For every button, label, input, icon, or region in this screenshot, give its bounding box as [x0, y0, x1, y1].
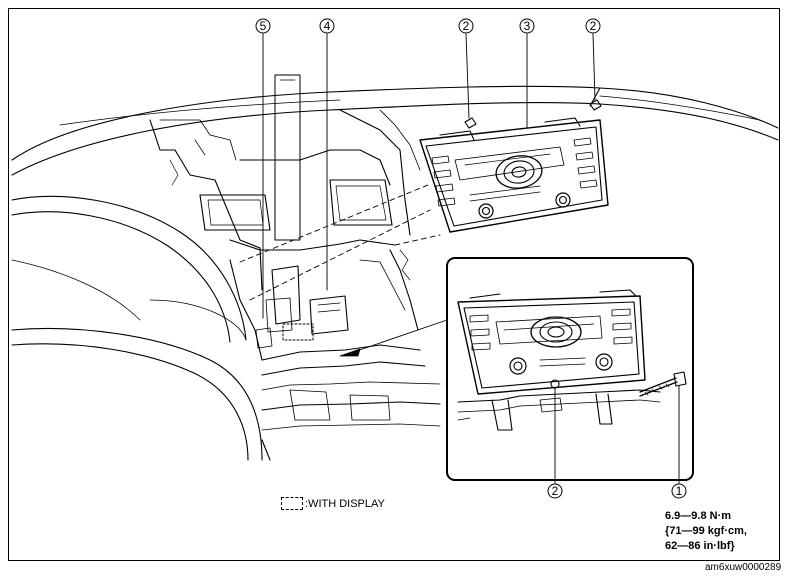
torque-line-nm: 6.9—9.8 N·m: [665, 510, 732, 522]
torque-line-inlbf: 62—86 in·lbf}: [665, 540, 735, 552]
callout-circles: [255, 18, 687, 499]
callout-4-circle: [319, 18, 335, 34]
torque-spec: 6.9—9.8 N·m {71—99 kgf·cm, 62—86 in·lbf}: [665, 509, 747, 554]
callout-2c-circle: [547, 483, 563, 499]
callout-2a-label: 2: [463, 19, 470, 33]
alignment-lines: [239, 184, 441, 301]
steering-wheel: [11, 195, 263, 461]
legend-label: :WITH DISPLAY: [305, 497, 385, 510]
callout-4-label: 4: [324, 19, 331, 33]
callout-1-circle: [671, 483, 687, 499]
callout-5-circle: [255, 18, 271, 34]
callout-2a-circle: [458, 18, 474, 34]
legend-dashed-box-icon: [281, 497, 303, 510]
with-display-region: [282, 323, 314, 341]
dashboard-outline: [11, 85, 779, 176]
figure-reference-id: am6xuw0000289: [705, 562, 782, 573]
screw-top-left: [464, 33, 477, 129]
callout-2c-label: 2: [552, 484, 559, 498]
callout-leaders: [262, 33, 328, 319]
legend: :WITH DISPLAY: [281, 497, 385, 510]
detail-inset: [339, 257, 694, 484]
mounting-bracket: [255, 74, 349, 349]
torque-line-kgfcm: {71—99 kgf·cm,: [665, 525, 747, 537]
callout-2b-label: 2: [590, 19, 597, 33]
callout-3-circle: [519, 18, 535, 34]
diagram-frame: [8, 8, 780, 561]
screw-top-right: [589, 33, 602, 111]
audio-unit: [419, 117, 609, 233]
callout-3-label: 3: [524, 19, 531, 33]
callout-1-label: 1: [676, 484, 683, 498]
callout-5-label: 5: [260, 19, 267, 33]
callout-2b-circle: [585, 18, 601, 34]
center-console-frame: [149, 109, 441, 461]
